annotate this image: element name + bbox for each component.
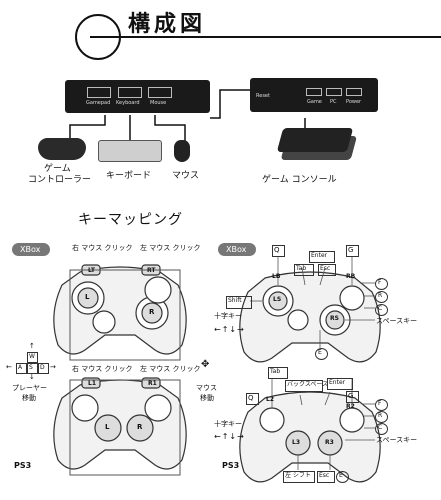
- key-w: [27, 352, 38, 363]
- key-s: [27, 363, 38, 374]
- l-stick-label: L: [105, 423, 110, 431]
- console-label: ゲーム コンソール: [262, 175, 337, 185]
- xbox-badge-left: [12, 243, 50, 256]
- xbox-badge-left-text: XBox: [20, 245, 41, 254]
- l3-button-label: L3: [292, 439, 300, 446]
- xbox-controller-right: [239, 271, 381, 363]
- keyboard-icon: [98, 140, 162, 162]
- console-port-label: PC: [330, 99, 337, 105]
- space-key-label: スペースキー: [376, 436, 418, 444]
- r-stick-label: R: [149, 308, 155, 316]
- ps3-controller-right: [239, 391, 381, 483]
- lt-button-label: LT: [88, 267, 95, 274]
- key-g: [346, 391, 359, 403]
- r2-button-label: R2: [346, 403, 355, 410]
- console-port-pc: [326, 88, 342, 96]
- player-move-label-line2: 移動: [22, 394, 36, 402]
- game-console-icon: [276, 128, 354, 152]
- mouse-icon: [174, 140, 190, 162]
- console-port-label: Game: [307, 99, 322, 105]
- keyboard-label: キーボード: [106, 171, 152, 181]
- rb-button-label: RB: [346, 273, 356, 280]
- key-f: [375, 278, 388, 290]
- left-arrow-icon: ←: [6, 363, 12, 371]
- key-g: [346, 245, 359, 257]
- lb-button-label: LB: [272, 273, 281, 280]
- key-enter: [309, 251, 335, 263]
- adapter-port-label: Keyboard: [116, 100, 140, 106]
- l-stick-label: L: [85, 293, 90, 301]
- left-click-label: 左 マウス クリック: [140, 365, 201, 373]
- key-r: [375, 291, 388, 303]
- gamepad-icon: [38, 138, 86, 160]
- key-left-shift: [283, 471, 315, 483]
- r-stick-label: R: [137, 423, 143, 431]
- adapter-port-keyboard: [118, 87, 142, 98]
- r3-button-label: R3: [325, 439, 334, 446]
- key-tab: [294, 264, 314, 276]
- console-port-label: Reset: [256, 93, 270, 99]
- arrow-keys-icon: ←↑↓→: [214, 432, 245, 441]
- arrow-keys-icon: ←↑↓→: [214, 325, 245, 334]
- key-q: [272, 245, 285, 257]
- ps3-badge-right: PS3: [222, 461, 240, 470]
- up-arrow-icon: ↑: [29, 342, 35, 350]
- section-title: キーマッピング: [78, 212, 183, 228]
- key-backspace: [285, 380, 323, 392]
- ls-button-label: LS: [273, 296, 282, 303]
- console-port-game: [306, 88, 322, 96]
- key-f: [375, 399, 388, 411]
- right-click-label: 右 マウス クリック: [72, 244, 133, 252]
- key-tab: [268, 367, 288, 379]
- l2-button-label: L2: [266, 396, 274, 403]
- right-click-label: 右 マウス クリック: [72, 365, 133, 373]
- gamepad-label-line1: ゲーム: [44, 164, 71, 174]
- xbox-badge-right-text: XBox: [226, 245, 247, 254]
- key-e: [336, 471, 349, 483]
- ps3-controller-left: [53, 377, 187, 470]
- r1-button-label: R1: [148, 380, 157, 387]
- key-c: [375, 304, 388, 316]
- key-r: [375, 411, 388, 423]
- key-shift: [226, 296, 252, 309]
- player-move-label-line1: プレーヤー: [12, 384, 47, 392]
- rs-button-label: RS: [330, 315, 339, 322]
- adapter-port-label: Gamepad: [86, 100, 111, 106]
- rt-button-label: RT: [147, 267, 156, 274]
- gamepad-label-line2: コントローラー: [28, 175, 92, 185]
- mouse-move-label-line1: マウス: [196, 384, 217, 392]
- key-a: [16, 363, 27, 374]
- cross-key-label: 十字キー: [214, 312, 242, 320]
- mouse-label: マウス: [172, 171, 200, 181]
- cross-key-label: 十字キー: [214, 420, 242, 428]
- left-click-label: 左 マウス クリック: [140, 244, 201, 252]
- console-port-label: Power: [346, 99, 362, 105]
- key-esc: [317, 471, 335, 483]
- key-q: [246, 393, 259, 405]
- ps3-badge-left: PS3: [14, 461, 32, 470]
- right-arrow-icon: →: [50, 363, 56, 371]
- down-arrow-icon: ↓: [29, 373, 35, 381]
- key-c: [375, 423, 388, 435]
- mouse-move-label-line2: 移動: [200, 394, 214, 402]
- key-esc: [318, 264, 336, 276]
- adapter-port-mouse: [148, 87, 172, 98]
- adapter-port-gamepad: [87, 87, 111, 98]
- key-enter: [327, 378, 353, 390]
- console-port-power: [346, 88, 362, 96]
- xbox-controller-left: [53, 264, 187, 355]
- mouse-move-arrows-icon: ✥: [201, 359, 210, 370]
- key-d: [38, 363, 49, 374]
- adapter-box: [65, 80, 210, 113]
- adapter-port-label: Mouse: [150, 100, 167, 106]
- page-title: 構成図: [128, 12, 207, 37]
- space-key-label: スペースキー: [376, 317, 418, 325]
- key-e: [315, 348, 328, 360]
- l1-button-label: L1: [88, 380, 96, 387]
- xbox-badge-right: [218, 243, 256, 256]
